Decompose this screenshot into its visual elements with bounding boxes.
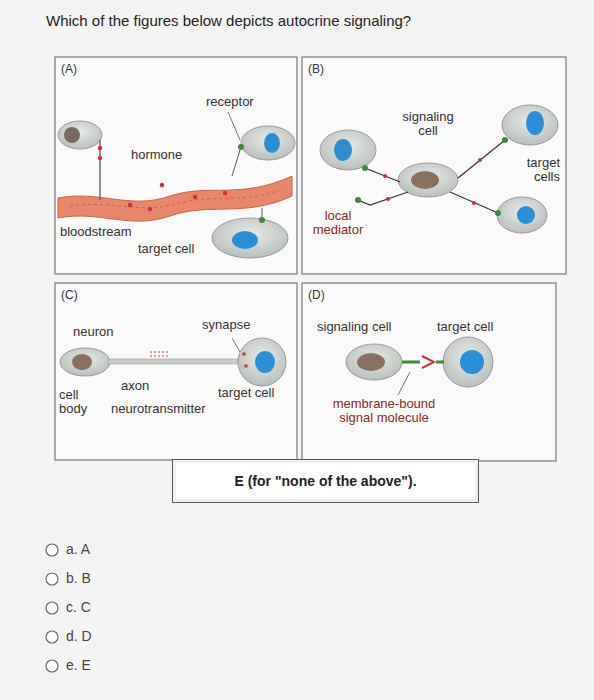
callout-label: target cell <box>138 242 194 256</box>
figure-panel: (B) <box>302 57 566 274</box>
answer-box: E (for "none of the above"). <box>172 459 479 503</box>
answer-option: e. E <box>66 658 91 672</box>
panel-letter: (C) <box>61 288 78 302</box>
callout-label: membrane-bound signal molecule <box>332 397 436 425</box>
question-title: Which of the figures below depicts autoc… <box>46 12 411 29</box>
answer-option: b. B <box>66 571 91 585</box>
callout-label: axon <box>121 379 149 393</box>
panel-letter: E (for "none of the above"). <box>234 473 416 489</box>
callout-label: local mediator <box>307 209 369 237</box>
callout-label: signaling cell <box>317 320 391 334</box>
callout-label: receptor <box>206 95 254 109</box>
callout-label: cell body <box>59 388 99 416</box>
callout-label: target cells <box>508 156 560 184</box>
answer-option: a. A <box>66 542 90 556</box>
callout-label: synapse <box>202 318 250 332</box>
callout-label: target cell <box>437 320 493 334</box>
figure-panel: (C) <box>55 283 297 460</box>
callout-label: target cell <box>218 386 274 400</box>
panel-letter: (B) <box>308 62 324 76</box>
answer-option: d. D <box>66 629 92 643</box>
callout-label: neurotransmitter <box>111 402 206 416</box>
figure-panel: (D) <box>302 283 556 461</box>
callout-label: neuron <box>73 325 113 339</box>
panel-letter: (D) <box>308 288 325 302</box>
panel-letter: (A) <box>61 62 77 76</box>
callout-label: hormone <box>131 148 182 162</box>
callout-label: bloodstream <box>60 225 132 239</box>
answer-option: c. C <box>66 600 91 614</box>
callout-label: signaling cell <box>392 110 464 138</box>
